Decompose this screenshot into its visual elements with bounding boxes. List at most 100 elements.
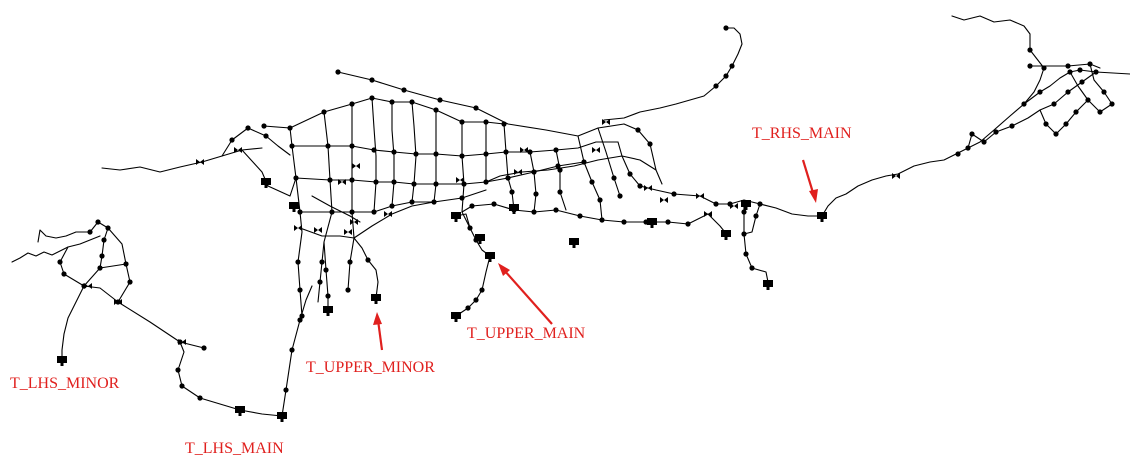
junction-node — [505, 175, 511, 181]
junction-node — [1067, 69, 1073, 75]
junction-node — [1065, 63, 1071, 69]
tank-icon — [277, 412, 287, 422]
junction-node — [323, 267, 329, 273]
junction-node — [349, 101, 355, 107]
valve-icon — [352, 163, 360, 169]
tank-icon — [289, 202, 299, 212]
label-t-lhs-minor: T_LHS_MINOR — [10, 375, 120, 392]
junction-node — [297, 287, 303, 293]
junction-node — [1027, 63, 1033, 69]
junction-node — [299, 313, 305, 319]
junction-node — [283, 387, 289, 393]
junction-node — [201, 345, 207, 351]
junction-node — [483, 119, 489, 125]
valve-icon — [196, 159, 204, 165]
valve-icon — [892, 173, 900, 179]
tank-icon — [817, 212, 827, 222]
junction-node — [349, 143, 355, 149]
junction-node — [1051, 101, 1057, 107]
junction-node — [473, 297, 479, 303]
junction-node — [245, 125, 251, 131]
tank-icon — [371, 294, 381, 304]
junction-node — [105, 225, 111, 231]
arrowhead-upper-minor — [373, 312, 382, 325]
junction-node — [391, 179, 397, 185]
junction-node — [413, 151, 419, 157]
junction-node — [349, 177, 355, 183]
tank-icon — [741, 200, 751, 210]
junction-node — [1063, 121, 1069, 127]
junction-node — [1073, 109, 1079, 115]
junction-node — [599, 217, 605, 223]
valve-icon — [294, 225, 302, 231]
junction-node — [713, 83, 719, 89]
junction-node — [319, 259, 325, 265]
junction-node — [627, 171, 633, 177]
junction-node — [335, 69, 341, 75]
arrowhead-upper-main — [498, 263, 510, 276]
junction-node — [553, 147, 559, 153]
junction-node — [531, 169, 537, 175]
valve-icon — [696, 193, 704, 199]
junction-node — [401, 87, 407, 93]
junction-node — [671, 191, 677, 197]
junction-node — [597, 197, 603, 203]
valve-icon — [338, 179, 346, 185]
arrow-rhs-main — [801, 159, 816, 197]
junction-node — [175, 367, 181, 373]
arrowhead-rhs-main — [809, 189, 818, 203]
junction-node — [467, 225, 473, 231]
junction-node — [61, 271, 67, 277]
junction-node — [531, 209, 537, 215]
junction-nodes — [57, 25, 1115, 401]
junction-node — [589, 179, 595, 185]
junction-node — [1101, 89, 1107, 95]
junction-node — [123, 261, 129, 267]
junction-node — [1079, 79, 1085, 85]
junction-node — [411, 181, 417, 187]
junction-node — [479, 287, 485, 293]
junction-node — [127, 279, 133, 285]
tank-icon — [485, 252, 495, 262]
label-t-lhs-main: T_LHS_MAIN — [185, 440, 284, 457]
junction-node — [101, 237, 107, 243]
junction-node — [329, 209, 335, 215]
junction-node — [503, 149, 509, 155]
valve-icon — [456, 177, 464, 183]
junction-node — [459, 153, 465, 159]
tank-icon — [763, 280, 773, 290]
junction-node — [647, 141, 653, 147]
junction-node — [665, 219, 671, 225]
junction-node — [289, 347, 295, 353]
junction-node — [685, 221, 691, 227]
junction-node — [297, 209, 303, 215]
junction-node — [391, 149, 397, 155]
junction-node — [373, 179, 379, 185]
valve-icon — [178, 339, 186, 345]
junction-node — [491, 201, 497, 207]
tank-icon — [57, 356, 67, 366]
valve-icon — [344, 229, 352, 235]
junction-node — [369, 77, 375, 83]
junction-node — [289, 143, 295, 149]
tank-icon — [261, 178, 271, 188]
tank-icons — [57, 178, 827, 422]
junction-node — [469, 203, 475, 209]
junction-node — [1021, 101, 1027, 107]
junction-node — [1093, 69, 1099, 75]
junction-node — [501, 121, 507, 127]
valve-icon — [84, 283, 92, 289]
junction-node — [527, 149, 533, 155]
valve-icon — [602, 119, 610, 125]
junction-node — [741, 231, 747, 237]
junction-node — [1027, 47, 1033, 53]
junction-node — [1041, 65, 1047, 71]
junction-node — [611, 175, 617, 181]
tank-icon — [647, 218, 657, 228]
junction-node — [325, 293, 331, 299]
junction-node — [321, 109, 327, 115]
junction-node — [1087, 61, 1093, 67]
valve-icon — [592, 147, 600, 153]
junction-node — [993, 129, 999, 135]
junction-node — [389, 203, 395, 209]
